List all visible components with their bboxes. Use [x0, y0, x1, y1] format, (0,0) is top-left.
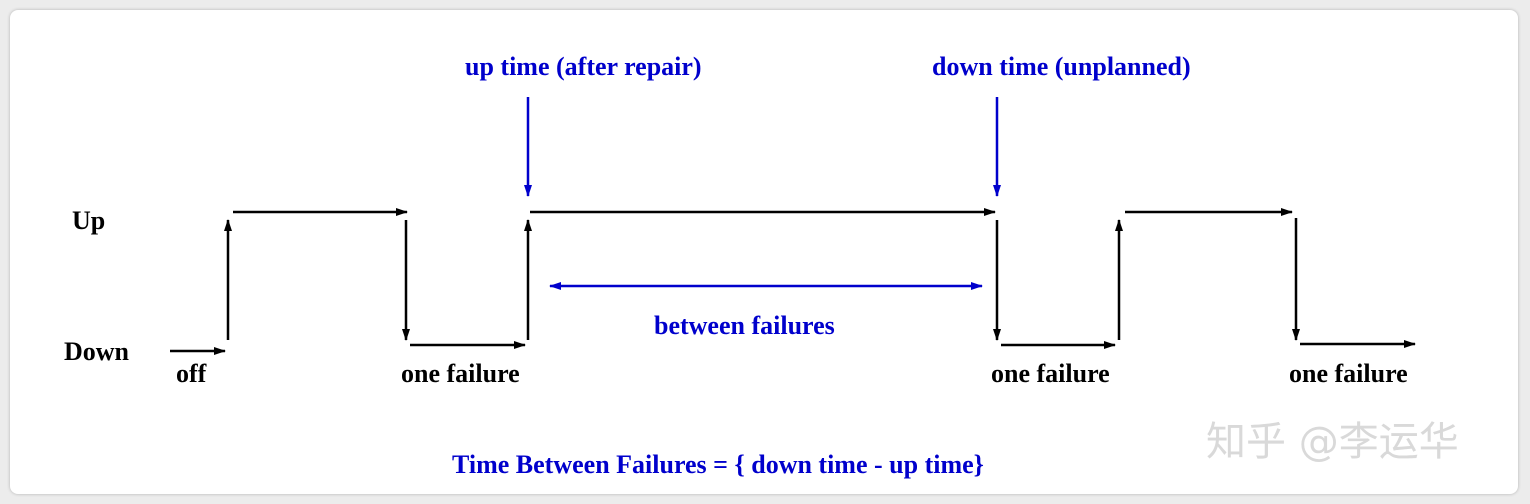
formula-label: Time Between Failures = { down time - up…: [452, 450, 984, 479]
watermark: 知乎 @李运华: [1206, 419, 1459, 465]
failure-label-1: one failure: [401, 359, 520, 388]
down-state-label: Down: [64, 337, 130, 366]
up-time-label: up time (after repair): [465, 52, 702, 81]
diagram-card: [10, 10, 1518, 494]
between-failures-label: between failures: [654, 311, 835, 340]
failure-label-3: one failure: [1289, 359, 1408, 388]
off-label: off: [176, 359, 207, 388]
annotation-arrows: [524, 97, 1001, 290]
failure-label-2: one failure: [991, 359, 1110, 388]
timeline-arrows: [170, 208, 1416, 355]
up-state-label: Up: [72, 206, 105, 235]
down-time-label: down time (unplanned): [932, 52, 1191, 81]
